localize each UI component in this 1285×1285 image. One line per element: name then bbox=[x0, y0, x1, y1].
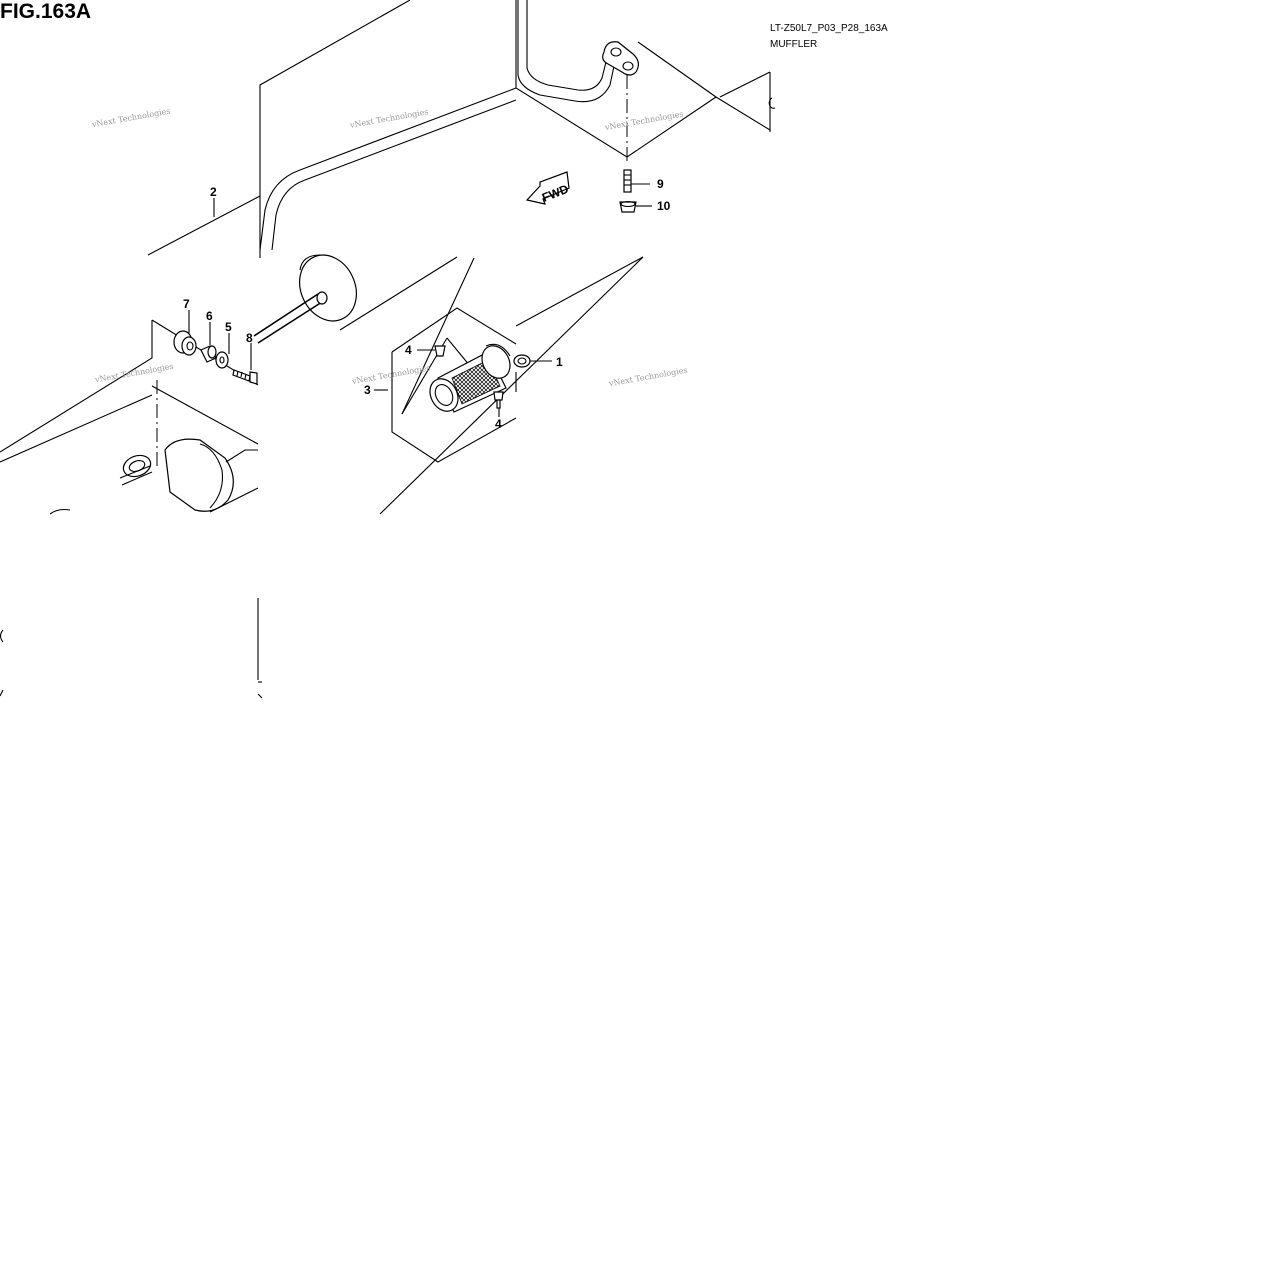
callout-4: 4 bbox=[495, 417, 502, 431]
watermark: vNext Technologies bbox=[350, 363, 431, 386]
exhaust-pipe-outline bbox=[259, 0, 776, 258]
watermark: vNext Technologies bbox=[90, 107, 171, 130]
spark-arrester-panel bbox=[374, 257, 552, 463]
callout-5: 5 bbox=[225, 320, 232, 334]
watermark: vNext Technologies bbox=[607, 366, 688, 389]
callout-3: 3 bbox=[364, 383, 371, 397]
figure-name: MUFFLER bbox=[770, 39, 817, 50]
collar-part-icon bbox=[200, 322, 217, 363]
figure-title: FIG.163A bbox=[0, 0, 91, 23]
bolt-part-icon bbox=[232, 343, 258, 385]
callout-2: 2 bbox=[210, 185, 217, 199]
figure-code: LT-Z50L7_P03_P28_163A bbox=[770, 23, 888, 34]
leader-line bbox=[147, 195, 261, 256]
fwd-arrow-icon: FWD bbox=[525, 171, 571, 205]
callout-6: 6 bbox=[206, 309, 213, 323]
callout-9: 9 bbox=[657, 177, 664, 191]
watermark: vNext Technologies bbox=[348, 107, 429, 130]
callout-10: 10 bbox=[657, 199, 671, 213]
nut-part-icon bbox=[619, 200, 652, 213]
callout-1: 1 bbox=[556, 355, 563, 369]
callout-7: 7 bbox=[183, 297, 190, 311]
watermark: vNext Technologies bbox=[603, 109, 684, 132]
grommet-part-icon bbox=[173, 310, 197, 356]
stud-part-icon bbox=[623, 169, 650, 193]
lower-fragment bbox=[0, 598, 263, 699]
left-inset-panel bbox=[0, 319, 259, 515]
watermark: vNext Technologies bbox=[93, 362, 174, 385]
muffler-body-outline bbox=[253, 254, 644, 515]
callout-4: 4 bbox=[405, 343, 412, 357]
washer-part-icon bbox=[215, 333, 230, 369]
callout-8: 8 bbox=[246, 331, 253, 345]
